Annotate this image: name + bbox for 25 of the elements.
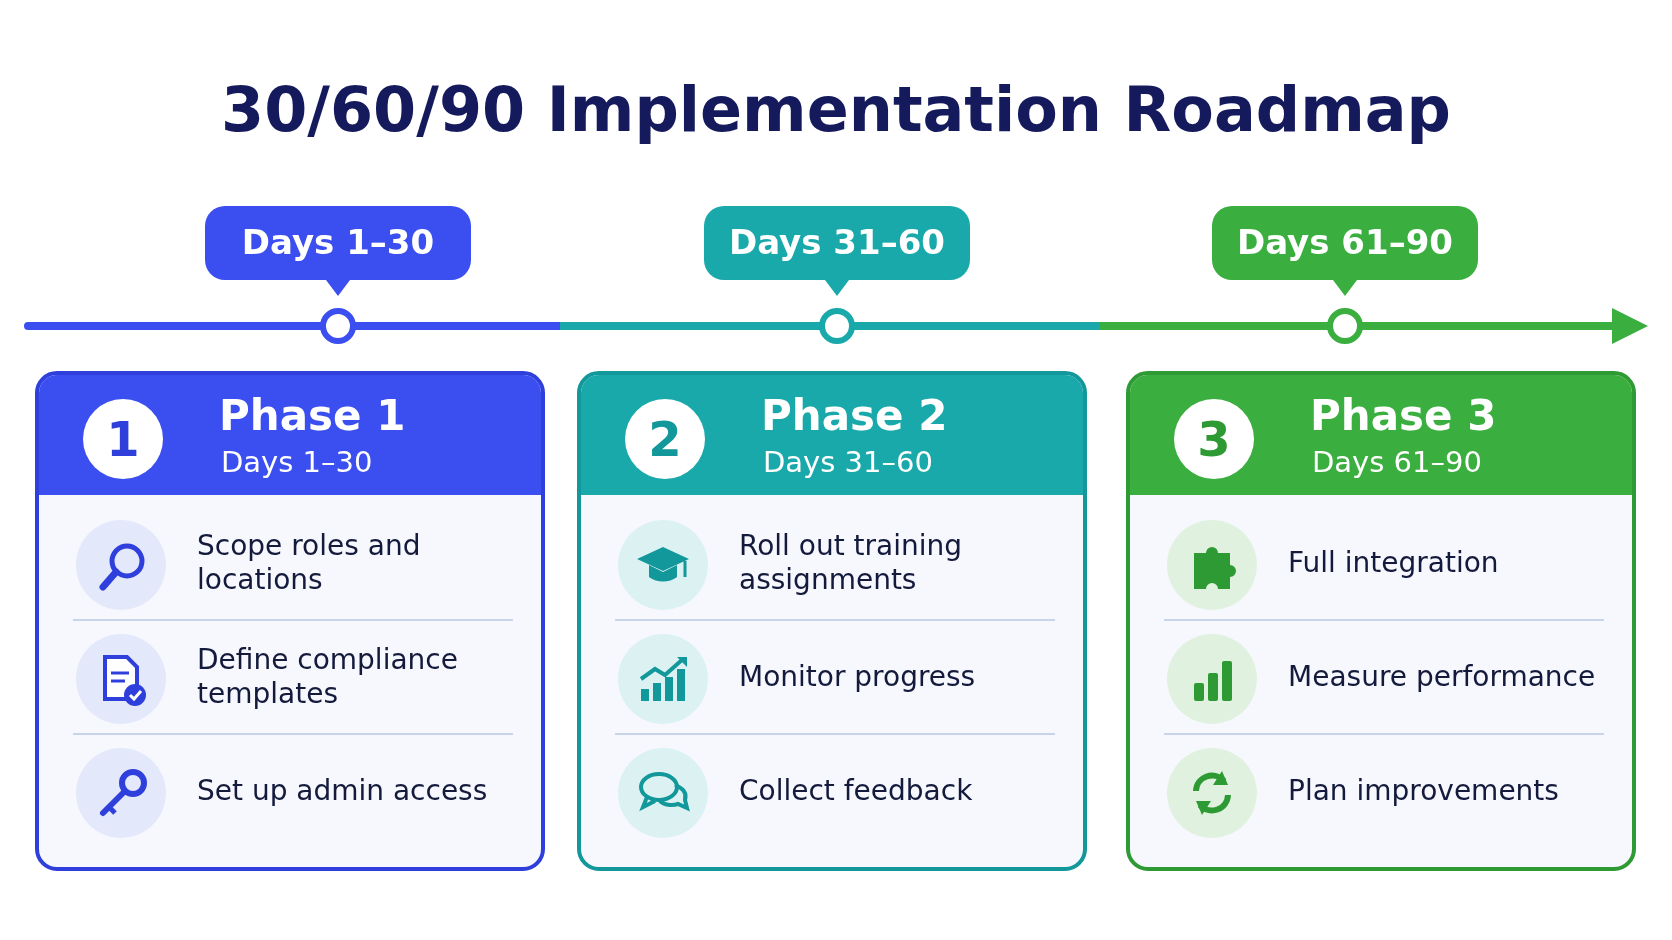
phase-dates: Days 1–30: [221, 444, 373, 481]
phase-card: [1126, 371, 1636, 871]
task-text: Define compliance templates: [197, 643, 459, 711]
phase-title: Phase 3: [1310, 390, 1497, 442]
date-range-label: Days 31–60: [728, 221, 946, 264]
task-text: Roll out training assignments: [739, 529, 963, 597]
phase-dates: Days 31–60: [763, 444, 933, 481]
step-number: 3: [1174, 399, 1254, 479]
step-number: 1: [83, 399, 163, 479]
phase-card: [35, 371, 545, 871]
phase-title: Phase 1: [219, 390, 406, 442]
date-range-label: Days 1–30: [240, 221, 436, 264]
task-text: Monitor progress: [739, 660, 976, 694]
task-text: Plan improvements: [1288, 774, 1559, 808]
phase-card: [577, 371, 1087, 871]
step-number: 2: [625, 399, 705, 479]
phase-title: Phase 2: [761, 390, 948, 442]
title: 30/60/90 Implementation Roadmap: [220, 72, 1452, 148]
task-text: Full integration: [1288, 546, 1499, 580]
task-text: Set up admin access: [197, 774, 488, 808]
task-text: Collect feedback: [739, 774, 973, 808]
task-text: Measure performance: [1288, 660, 1596, 694]
phase-dates: Days 61–90: [1312, 444, 1482, 481]
task-text: Scope roles and locations: [197, 529, 422, 597]
date-range-label: Days 61–90: [1236, 221, 1454, 264]
